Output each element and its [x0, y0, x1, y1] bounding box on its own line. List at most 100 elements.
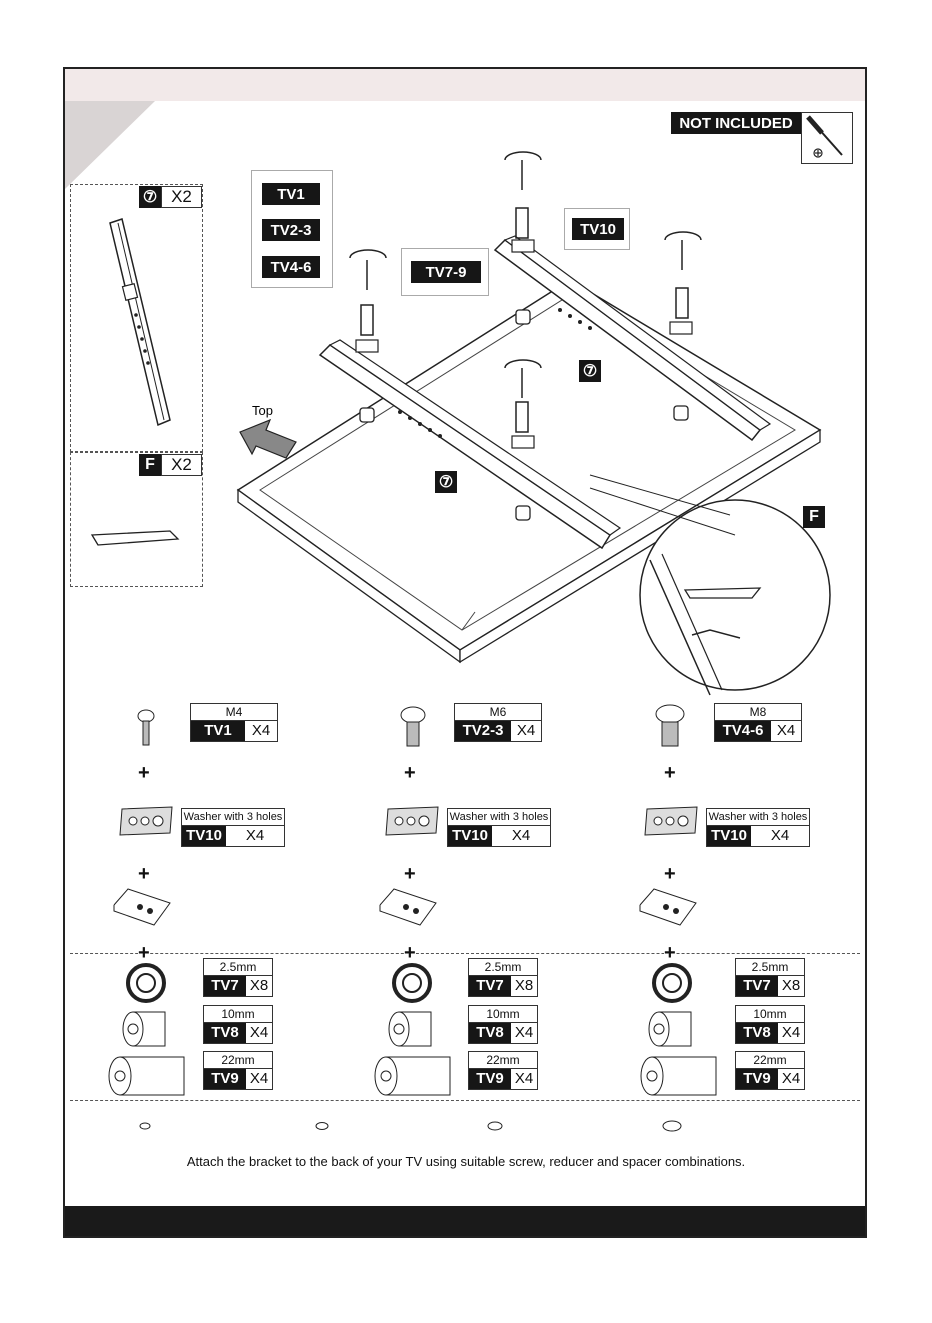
spacer-callout-box — [401, 248, 489, 296]
spacer-2-5mm-icon — [126, 963, 166, 1003]
washer-spec-col2: Washer with 3 holes TV10 X4 — [447, 808, 551, 847]
spacer-code: TV9 — [204, 1069, 246, 1089]
screw-size: M6 — [455, 704, 541, 721]
washer-qty: X4 — [511, 827, 531, 844]
part-7-id: ⑦ — [139, 186, 161, 208]
spacer-qty: X4 — [781, 1070, 801, 1087]
plus-sign: + — [664, 762, 676, 784]
assembly-illustration: Top — [236, 151, 831, 696]
spacer-code: TV9 — [736, 1069, 778, 1089]
spacer-qty: X4 — [514, 1024, 534, 1041]
spacer-code: TV7 — [469, 976, 511, 996]
part-f-panel — [70, 452, 203, 587]
spacer-22mm-icon — [640, 1056, 717, 1096]
part-f-qty: X2 — [161, 454, 202, 476]
screwdriver-icon — [806, 115, 843, 158]
washer-code: TV10 — [707, 826, 751, 846]
top-label: Top — [252, 403, 273, 418]
bracket-channel-icon — [639, 888, 697, 926]
washer-name: Washer with 3 holes — [448, 809, 550, 826]
bracket-arm-drawing — [109, 218, 171, 427]
screw-callout-box — [251, 170, 333, 288]
screw-qty: X4 — [776, 722, 796, 739]
callout-tv4-6: TV4-6 — [262, 256, 320, 278]
plus-sign: + — [404, 762, 416, 784]
screw-qty: X4 — [251, 722, 271, 739]
spacer-code: TV9 — [469, 1069, 511, 1089]
plus-sign: + — [664, 863, 676, 885]
washer-icon — [385, 806, 439, 836]
washer-qty: X4 — [245, 827, 265, 844]
washer-callout-box — [564, 208, 630, 250]
washer-name: Washer with 3 holes — [182, 809, 284, 826]
top-band — [65, 69, 865, 101]
plus-sign: + — [404, 942, 416, 964]
part-7-panel — [70, 184, 203, 452]
part-f-id: F — [139, 454, 161, 476]
callout-tv1: TV1 — [262, 183, 320, 205]
plus-sign: + — [664, 942, 676, 964]
spacer-qty: X8 — [249, 977, 269, 994]
spacer-code: TV8 — [204, 1023, 246, 1043]
washer-name: Washer with 3 holes — [707, 809, 809, 826]
separator-top — [70, 953, 860, 954]
spacer-size: 2.5mm — [204, 959, 272, 976]
spacer-qty: X4 — [514, 1070, 534, 1087]
screw-code: TV4-6 — [715, 721, 771, 741]
hole-size-icons — [139, 1120, 682, 1132]
part-7-qty: X2 — [161, 186, 202, 208]
bracket-channel-icon — [113, 888, 171, 926]
spacer-10mm-icon — [388, 1011, 432, 1047]
spacer-size: 22mm — [204, 1052, 272, 1069]
callout-tv10: TV10 — [572, 218, 624, 240]
plus-sign: + — [138, 863, 150, 885]
callout-part-f: F — [803, 506, 825, 528]
spacer-22mm-icon — [374, 1056, 451, 1096]
washer-icon — [119, 806, 173, 836]
washer-code: TV10 — [448, 826, 492, 846]
screw-spec-col2: M6 TV2-3 X4 — [454, 703, 542, 742]
washer-code: TV10 — [182, 826, 226, 846]
spacer-qty: X8 — [781, 977, 801, 994]
instruction-text: Attach the bracket to the back of your T… — [186, 1154, 746, 1169]
bottom-band — [65, 1206, 865, 1236]
spacer-qty: X8 — [514, 977, 534, 994]
screwdriver-box — [801, 112, 853, 164]
callout-tv2-3: TV2-3 — [262, 219, 320, 241]
washer-spec-col1: Washer with 3 holes TV10 X4 — [181, 808, 285, 847]
spacer-size: 22mm — [469, 1052, 537, 1069]
spacer-2-5mm-icon — [652, 963, 692, 1003]
spacer-size: 10mm — [204, 1006, 272, 1023]
screw-spec-col3: M8 TV4-6 X4 — [714, 703, 802, 742]
screw-qty: X4 — [516, 722, 536, 739]
spacer-10mm-icon — [122, 1011, 166, 1047]
screw-m4-icon — [137, 709, 155, 746]
screw-spec-col1: M4 TV1 X4 — [190, 703, 278, 742]
screw-m8-icon — [655, 704, 685, 747]
callout-part-7-right: ⑦ — [579, 360, 601, 382]
separator-bottom — [70, 1100, 860, 1101]
spacer-qty: X4 — [781, 1024, 801, 1041]
washer-icon — [644, 806, 698, 836]
spacer-qty: X4 — [249, 1070, 269, 1087]
spacer-code: TV7 — [204, 976, 246, 996]
spacer-size: 10mm — [469, 1006, 537, 1023]
spacer-22mm-icon — [108, 1056, 185, 1096]
callout-part-7-left: ⑦ — [435, 471, 457, 493]
spacer-2-5mm-icon — [392, 963, 432, 1003]
spacer-10mm-icon — [648, 1011, 692, 1047]
spacer-size: 22mm — [736, 1052, 804, 1069]
spacer-code: TV8 — [736, 1023, 778, 1043]
not-included-label: NOT INCLUDED — [671, 112, 801, 134]
spacer-code: TV8 — [469, 1023, 511, 1043]
spacer-size: 2.5mm — [469, 959, 537, 976]
screw-code: TV1 — [191, 721, 245, 741]
